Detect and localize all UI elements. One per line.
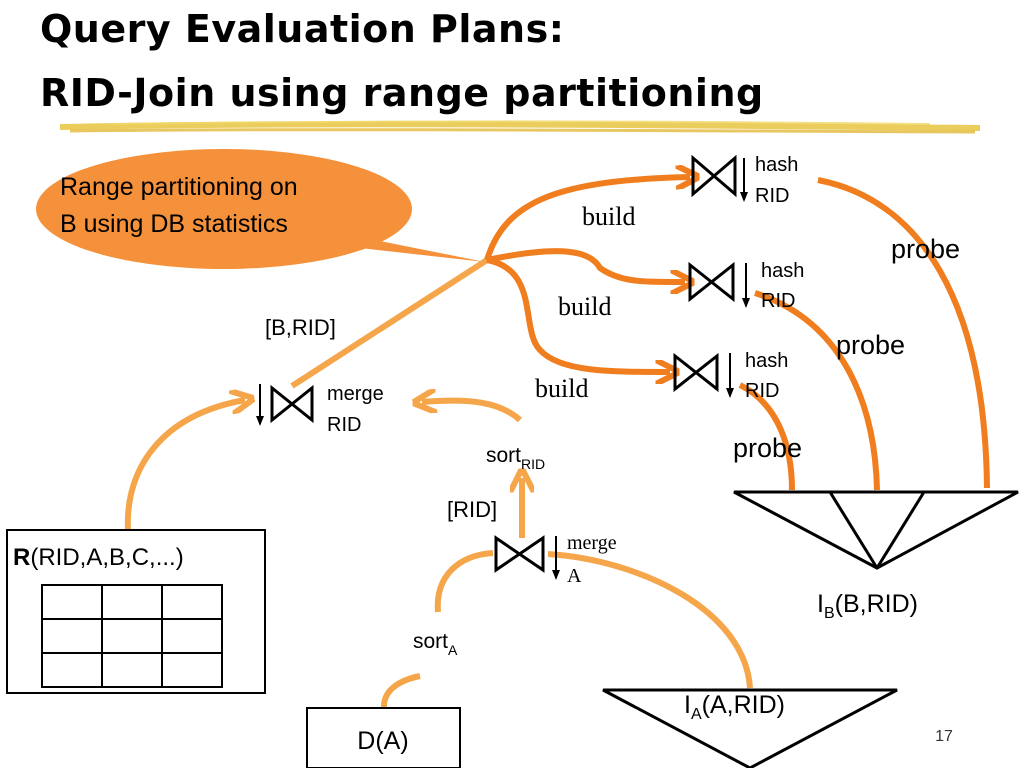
edge-build-mid bbox=[486, 248, 685, 282]
edge-sort-to-merge bbox=[422, 401, 523, 423]
edge-ia-to-merge bbox=[547, 551, 753, 689]
hash-low-label1: hash bbox=[745, 350, 788, 372]
table-d-box bbox=[306, 707, 461, 768]
edge-probe-top bbox=[817, 177, 990, 489]
merge-a-label2: A bbox=[567, 565, 582, 587]
edge-sort-a-to-merge bbox=[434, 550, 494, 613]
hash-mid-label1: hash bbox=[761, 260, 804, 282]
relation-r-label: R(RID,A,B,C,...) bbox=[13, 544, 184, 571]
index-a-tree bbox=[602, 688, 898, 768]
hash-join-top-icon bbox=[691, 154, 748, 202]
title-underline bbox=[59, 120, 981, 134]
edge-build-low bbox=[486, 257, 670, 372]
hash-low-label2: RID bbox=[745, 380, 779, 402]
edge-b-rid bbox=[290, 257, 489, 389]
callout-bubble bbox=[36, 149, 485, 269]
edge-d-to-sort bbox=[381, 673, 421, 709]
merge-rid-label1: merge bbox=[327, 383, 384, 405]
slide-title-line1: Query Evaluation Plans: bbox=[40, 7, 565, 51]
edge-probe-mid bbox=[754, 290, 880, 491]
index-b-tree bbox=[733, 490, 1019, 570]
index-b-label: IB(B,RID) bbox=[817, 590, 918, 622]
callout-text-line2: B using DB statistics bbox=[60, 210, 288, 238]
hash-top-label2: RID bbox=[755, 185, 789, 207]
index-a-label: IA(A,RID) bbox=[684, 691, 785, 723]
table-d-label: D(A) bbox=[357, 727, 408, 755]
page-number: 17 bbox=[935, 728, 953, 745]
b-rid-label: [B,RID] bbox=[265, 315, 336, 340]
callout-text-line1: Range partitioning on bbox=[60, 173, 298, 201]
hash-join-mid-icon bbox=[688, 261, 750, 308]
hash-top-label1: hash bbox=[755, 154, 798, 176]
edge-r-to-merge bbox=[124, 400, 245, 531]
merge-a-label1: merge bbox=[567, 532, 617, 554]
sort-a-label: sortA bbox=[413, 630, 458, 658]
probe-label-1: probe bbox=[891, 234, 960, 264]
merge-rid-label2: RID bbox=[327, 414, 361, 436]
rid-label: [RID] bbox=[447, 497, 497, 522]
merge-rid-icon bbox=[256, 384, 314, 426]
sort-rid-label: sortRID bbox=[486, 444, 545, 472]
probe-label-3: probe bbox=[733, 433, 802, 463]
build-label-2: build bbox=[558, 292, 611, 321]
merge-a-icon bbox=[494, 535, 560, 580]
hash-join-low-icon bbox=[673, 352, 734, 398]
edge-probe-low bbox=[738, 382, 795, 491]
edge-build-top bbox=[484, 177, 690, 261]
slide-title-line2: RID-Join using range partitioning bbox=[40, 71, 764, 115]
build-label-1: build bbox=[582, 202, 635, 231]
relation-r-table-icon bbox=[41, 584, 223, 688]
hash-mid-label2: RID bbox=[761, 290, 795, 312]
probe-label-2: probe bbox=[836, 330, 905, 360]
build-label-3: build bbox=[535, 374, 588, 403]
